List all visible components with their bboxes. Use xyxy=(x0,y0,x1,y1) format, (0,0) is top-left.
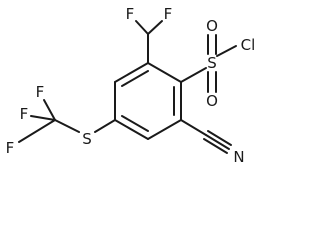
atom-label-o-lower: O xyxy=(206,92,218,110)
cyano-group: N xyxy=(180,119,245,166)
atom-label-f-cf3-top: F xyxy=(36,83,45,101)
bond-s-cf3 xyxy=(54,119,80,133)
atom-label-n-nitrile: N xyxy=(233,148,244,166)
bond-c-f-right xyxy=(147,20,163,35)
ring-bond-c6-c1 xyxy=(114,62,149,83)
trifluoromethylthio-group: S F F F xyxy=(6,83,116,157)
ring-bond-c3-c4 xyxy=(147,119,182,140)
chemical-structure-diagram: F F S O O Cl N S F F F xyxy=(6,5,256,166)
ring-bond-c1-c2 xyxy=(147,62,182,83)
bond-ring-cn xyxy=(180,119,207,136)
difluoromethyl-group: F F xyxy=(126,5,173,64)
ring-bond-c4-c5 xyxy=(114,119,149,140)
bond-c-n-2 xyxy=(207,130,232,146)
atom-label-f-chf2-right: F xyxy=(164,5,173,23)
atom-label-cl: Cl xyxy=(241,36,256,54)
sulfonyl-chloride-group: S O O Cl xyxy=(180,17,256,110)
bond-c-f-left xyxy=(135,20,149,35)
atom-label-s-sulfonyl: S xyxy=(207,54,217,72)
bond-cf3-f-mid xyxy=(30,115,56,121)
atom-label-s-thioether: S xyxy=(82,130,92,148)
bond-cf3-f-top xyxy=(43,99,56,121)
bond-ring-s-thioether xyxy=(94,119,116,133)
atom-label-f-cf3-left: F xyxy=(6,139,15,157)
bond-s-cl xyxy=(216,45,237,57)
bond-c-n-3 xyxy=(203,138,228,154)
benzene-ring xyxy=(114,62,182,140)
atom-label-f-cf3-mid: F xyxy=(20,105,29,123)
bond-c-n-1 xyxy=(205,134,230,150)
bond-cf3-f-left xyxy=(18,119,56,143)
atom-label-f-chf2-left: F xyxy=(126,5,135,23)
bond-ring-sulfonyl xyxy=(180,67,207,83)
ring-double-bond-c6-c1 xyxy=(121,70,149,87)
atom-label-o-upper: O xyxy=(206,17,218,35)
ring-double-bond-c4-c5 xyxy=(121,115,149,132)
